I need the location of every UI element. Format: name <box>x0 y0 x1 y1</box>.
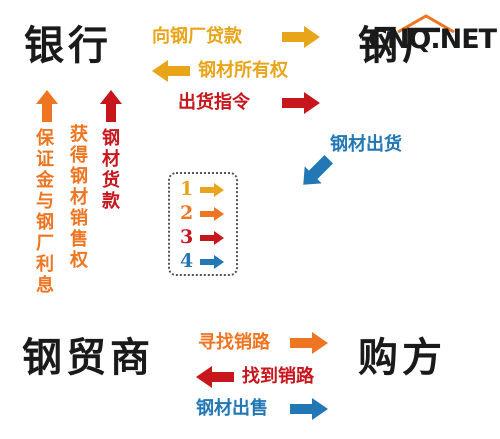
arrow-up-icon <box>100 90 122 122</box>
flow-obtain-sales-rights: 获得钢材销售权 <box>67 124 88 271</box>
arrow-up-icon <box>36 90 58 122</box>
node-buyer: 购方 <box>358 334 446 381</box>
flow-steel-sale: 钢材出售 <box>196 398 268 419</box>
legend-number: 4 <box>180 250 194 272</box>
arrow-right-icon <box>290 398 328 420</box>
flow-find-sales: 寻找销路 <box>198 332 270 353</box>
watermark-text: CNQ.NET <box>368 24 497 55</box>
arrow-left-icon <box>152 60 190 82</box>
arrow-right-icon <box>282 26 320 48</box>
flow-loan-request: 向钢厂贷款 <box>152 26 242 47</box>
legend-number: 3 <box>180 226 194 248</box>
flow-steel-ownership: 钢材所有权 <box>198 60 288 81</box>
flow-steel-delivery: 钢材出货 <box>330 134 402 155</box>
roof-icon <box>397 14 455 34</box>
arrow-right-icon <box>200 231 224 245</box>
arrow-left-icon <box>196 366 234 388</box>
flow-deposit: 保证金与钢厂利息 <box>33 128 54 296</box>
arrow-right-icon <box>200 183 224 197</box>
arrow-diagonal-icon <box>303 155 333 185</box>
node-bank: 银行 <box>24 22 112 69</box>
legend-number: 2 <box>180 202 194 224</box>
arrow-right-icon <box>282 92 320 114</box>
watermark-logo: CNQ.NET <box>368 14 500 56</box>
arrow-right-icon <box>290 332 328 354</box>
node-steel-mill: 钢厂 <box>358 22 446 69</box>
flow-found-sales: 找到销路 <box>242 366 314 387</box>
flow-steel-loan: 钢材货款 <box>99 128 120 212</box>
node-trader: 钢贸商 <box>22 334 154 381</box>
legend-number: 1 <box>180 178 194 200</box>
legend-box: 1 2 3 4 <box>168 172 238 276</box>
arrow-right-icon <box>200 255 224 269</box>
arrow-right-icon <box>200 207 224 221</box>
flow-delivery-order: 出货指令 <box>178 92 250 113</box>
